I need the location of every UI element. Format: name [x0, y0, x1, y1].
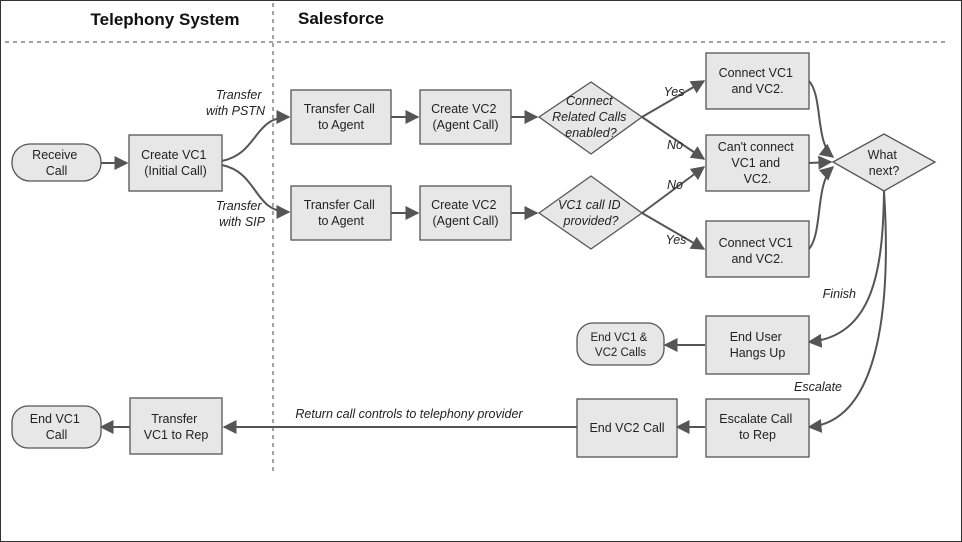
- node-what-next: What next?: [831, 133, 937, 192]
- node-transfer-vc1-rep: Transfer VC1 to Rep: [129, 397, 223, 455]
- edge-vcid-no: [641, 166, 706, 214]
- svg-text:Create VC1 (Initial Call: Create VC1 (Initial Call): [141, 148, 210, 178]
- svg-text:What next?: What next?: [868, 148, 901, 178]
- node-connect-bottom: Connect VC1 and VC2.: [705, 220, 810, 278]
- svg-text:Transfer Call to Agent: Transfer Call to Agent: [304, 198, 379, 228]
- node-create-vc2-pstn: Create VC2 (Agent Call): [419, 89, 512, 145]
- edge-related-yes: [641, 80, 706, 118]
- svg-text:End VC2 Call: End VC2 Call: [589, 421, 664, 435]
- edge-label-return-controls: Return call controls to telephony provid…: [295, 407, 523, 421]
- edge-cant-connect-to-what-next: [808, 155, 833, 170]
- edge-label-yes-bottom: Yes: [666, 233, 687, 247]
- svg-text:End VC1 Call: End VC1 Call: [30, 412, 84, 442]
- node-related-calls-decision: Connect Related Calls enabled?: [537, 81, 644, 155]
- edge-label-no-bottom: No: [667, 178, 683, 192]
- svg-text:Connect VC1 and VC2.: Connect VC1 and VC2.: [719, 236, 797, 266]
- svg-text:End User Hangs Up: End User Hangs Up: [730, 330, 786, 360]
- node-end-vc2-call: End VC2 Call: [576, 398, 678, 458]
- node-receive-call: Receive Call: [11, 143, 102, 182]
- svg-text:VC1 call ID provided?: VC1 call ID provided?: [558, 198, 624, 228]
- svg-text:Create VC2 (Agent Call): Create VC2 (Agent Call): [431, 102, 500, 132]
- edge-what-next-finish: [807, 190, 885, 348]
- svg-text:Escalate Call to Rep: Escalate Call to Rep: [719, 412, 795, 442]
- lane-title-salesforce: Salesforce: [298, 9, 384, 28]
- node-end-vc1-call: End VC1 Call: [11, 405, 102, 449]
- lane-title-telephony: Telephony System: [91, 10, 240, 29]
- svg-text:Connect VC1 and VC2.: Connect VC1 and VC2.: [719, 66, 797, 96]
- node-transfer-agent-sip: Transfer Call to Agent: [290, 185, 392, 241]
- node-cant-connect: Can't connect VC1 and VC2.: [705, 134, 810, 192]
- edge-related-no: [641, 116, 706, 160]
- svg-text:Transfer VC1 to Rep: Transfer VC1 to Rep: [144, 412, 209, 442]
- node-transfer-agent-pstn: Transfer Call to Agent: [290, 89, 392, 145]
- edge-label-no-top: No: [667, 138, 683, 152]
- edge-label-sip: Transfer with SIP: [216, 199, 266, 229]
- node-create-vc2-sip: Create VC2 (Agent Call): [419, 185, 512, 241]
- edge-vc1-to-pstn-transfer: [221, 110, 291, 162]
- edge-vc1-to-sip-transfer: [221, 164, 291, 219]
- edge-connect-top-to-what-next: [808, 80, 835, 158]
- svg-text:End VC1 & VC2 Calls: End VC1 & VC2 Calls: [590, 332, 650, 359]
- edge-label-yes-top: Yes: [664, 85, 685, 99]
- edge-vcid-yes: [641, 212, 706, 250]
- node-end-user-hangs-up: End User Hangs Up: [705, 315, 810, 375]
- edge-label-finish: Finish: [823, 287, 856, 301]
- node-connect-top: Connect VC1 and VC2.: [705, 52, 810, 110]
- svg-text:Connect Related Calls: Connect Related Calls enabled?: [552, 94, 630, 140]
- node-create-vc1: Create VC1 (Initial Call): [128, 134, 223, 192]
- svg-text:Receive Call: Receive Call: [32, 148, 81, 178]
- svg-text:Transfer Call to Agent: Transfer Call to Agent: [304, 102, 379, 132]
- svg-text:Can't connect VC1 and: Can't connect VC1 and VC2.: [718, 140, 798, 186]
- node-vc1-id-decision: VC1 call ID provided?: [537, 175, 644, 250]
- edge-connect-bottom-to-what-next: [808, 166, 835, 250]
- edge-what-next-escalate: [807, 190, 887, 433]
- node-escalate-call: Escalate Call to Rep: [705, 398, 810, 458]
- svg-text:Create VC2 (Agent Call): Create VC2 (Agent Call): [431, 198, 500, 228]
- edge-label-escalate: Escalate: [794, 380, 842, 394]
- node-end-vc1-vc2-calls: End VC1 & VC2 Calls: [576, 322, 665, 366]
- edge-label-pstn: Transfer with PSTN: [206, 88, 266, 118]
